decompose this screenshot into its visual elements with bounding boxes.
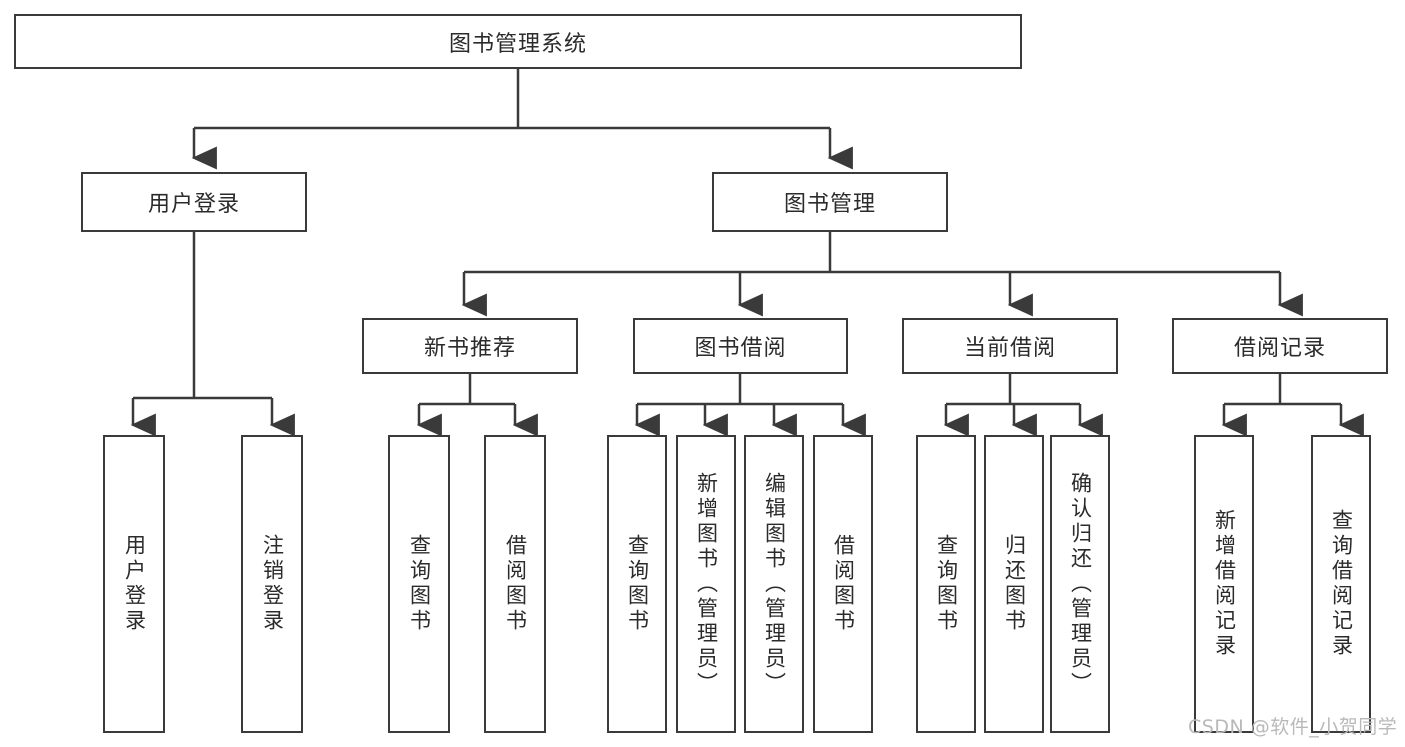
leaf-borrow-query-book[interactable]: 查询图书	[607, 435, 667, 733]
node-user-login[interactable]: 用户登录	[81, 172, 307, 232]
leaf-current-query-book[interactable]: 查询图书	[916, 435, 976, 733]
node-current-borrow[interactable]: 当前借阅	[902, 318, 1118, 374]
node-current-borrow-label: 当前借阅	[963, 336, 1056, 361]
node-borrow-record-label: 借阅记录	[1233, 336, 1326, 361]
csdn-watermark: CSDN @软件_小贺同学	[1188, 716, 1398, 738]
leaf-current-confirm-return-admin-label: 确认归还（管理员）	[1068, 471, 1093, 697]
leaf-borrow-borrow-book[interactable]: 借阅图书	[813, 435, 873, 733]
leaf-borrow-add-book-admin-label: 新增图书（管理员）	[694, 471, 719, 697]
leaf-user-login-signin[interactable]: 用户登录	[103, 435, 165, 733]
leaf-borrow-borrow-book-label: 借阅图书	[831, 534, 856, 634]
node-book-management[interactable]: 图书管理	[712, 172, 948, 232]
leaf-user-login-signout-label: 注销登录	[260, 534, 285, 634]
node-new-book-recommend-label: 新书推荐	[423, 336, 516, 361]
leaf-user-login-signin-label: 用户登录	[122, 534, 147, 634]
leaf-borrow-add-book-admin[interactable]: 新增图书（管理员）	[676, 435, 736, 733]
leaf-record-add[interactable]: 新增借阅记录	[1194, 435, 1254, 733]
leaf-user-login-signout[interactable]: 注销登录	[241, 435, 303, 733]
leaf-new-book-query-label: 查询图书	[407, 534, 432, 634]
leaf-current-query-book-label: 查询图书	[934, 534, 959, 634]
node-user-login-label: 用户登录	[147, 192, 240, 217]
leaf-new-book-borrow-label: 借阅图书	[503, 534, 528, 634]
leaf-borrow-query-book-label: 查询图书	[625, 534, 650, 634]
leaf-new-book-borrow[interactable]: 借阅图书	[484, 435, 546, 733]
leaf-borrow-edit-book-admin-label: 编辑图书（管理员）	[762, 471, 787, 697]
node-book-borrow[interactable]: 图书借阅	[633, 318, 848, 374]
node-new-book-recommend[interactable]: 新书推荐	[362, 318, 578, 374]
leaf-borrow-edit-book-admin[interactable]: 编辑图书（管理员）	[744, 435, 804, 733]
leaf-current-confirm-return-admin[interactable]: 确认归还（管理员）	[1050, 435, 1110, 733]
node-root[interactable]: 图书管理系统	[14, 14, 1022, 69]
leaf-record-query[interactable]: 查询借阅记录	[1311, 435, 1371, 733]
node-borrow-record[interactable]: 借阅记录	[1172, 318, 1388, 374]
leaf-record-query-label: 查询借阅记录	[1329, 509, 1354, 659]
node-book-management-label: 图书管理	[783, 192, 876, 217]
leaf-current-return-book[interactable]: 归还图书	[984, 435, 1044, 733]
node-book-borrow-label: 图书借阅	[694, 336, 787, 361]
leaf-current-return-book-label: 归还图书	[1002, 534, 1027, 634]
leaf-new-book-query[interactable]: 查询图书	[388, 435, 450, 733]
leaf-record-add-label: 新增借阅记录	[1212, 509, 1237, 659]
node-root-label: 图书管理系统	[448, 31, 587, 57]
